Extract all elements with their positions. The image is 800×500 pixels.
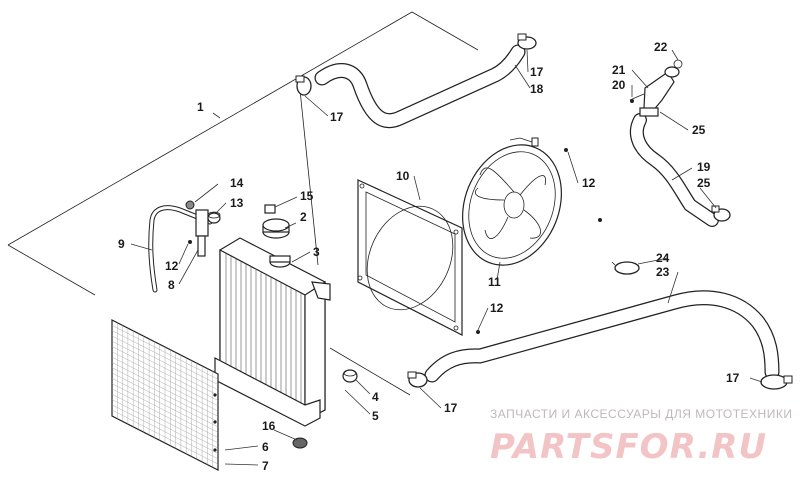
radiator xyxy=(214,237,331,427)
screw-12a xyxy=(188,240,192,244)
callout-17-upper-left: 17 xyxy=(330,110,344,124)
right-coolant-hose xyxy=(629,113,719,227)
callout-13: 13 xyxy=(230,196,244,210)
callout-25-top: 25 xyxy=(692,123,706,137)
spring-clamp xyxy=(611,261,640,275)
grommet-16 xyxy=(292,437,308,449)
callout-12-left: 12 xyxy=(165,259,179,273)
callout-21: 21 xyxy=(612,63,626,77)
callout-10: 10 xyxy=(396,169,410,183)
callout-4: 4 xyxy=(372,390,379,404)
callout-1: 1 xyxy=(197,100,204,114)
callout-3: 3 xyxy=(313,245,320,259)
callout-19: 19 xyxy=(697,160,711,174)
overflow-hose xyxy=(148,205,213,293)
callout-7: 7 xyxy=(262,459,269,473)
callout-9: 9 xyxy=(118,237,125,251)
callout-17-upper-right: 17 xyxy=(530,65,544,79)
nut-15 xyxy=(264,204,276,214)
callout-12-shroud: 12 xyxy=(490,301,504,315)
callout-17-lower-right: 17 xyxy=(726,371,740,385)
callout-5: 5 xyxy=(372,409,379,423)
callout-20: 20 xyxy=(612,78,626,92)
hose-clamp-lower-right xyxy=(760,374,793,390)
radiator-cap xyxy=(262,218,290,239)
cooling-fan xyxy=(462,137,562,266)
callout-25-bottom: 25 xyxy=(697,176,711,190)
assembly-outline xyxy=(7,11,479,396)
callout-16: 16 xyxy=(262,419,276,433)
radiator-screen xyxy=(111,319,219,471)
screw-12c xyxy=(476,330,480,334)
callout-18: 18 xyxy=(530,82,544,96)
lower-radiator-hose xyxy=(424,290,780,383)
screw-12b xyxy=(564,148,602,222)
fan-shroud xyxy=(357,179,463,336)
hose-clamp-upper-left xyxy=(295,75,312,96)
callout-22: 22 xyxy=(654,40,668,54)
grommet-4 xyxy=(342,369,358,383)
callout-8: 8 xyxy=(168,278,175,292)
watermark-tagline: ЗАПЧАСТИ И АКСЕССУАРЫ ДЛЯ МОТОТЕХНИКИ xyxy=(490,407,792,421)
hose-clamp-lower-left xyxy=(407,371,428,388)
callout-15: 15 xyxy=(300,189,314,203)
callout-12-fan: 12 xyxy=(582,176,596,190)
callout-23: 23 xyxy=(656,265,670,279)
thermostat-housing xyxy=(629,59,683,117)
callout-11: 11 xyxy=(488,275,501,289)
hose-clamp-right xyxy=(711,205,731,222)
callout-14: 14 xyxy=(230,176,244,190)
grommet-13 xyxy=(207,211,221,224)
callout-6: 6 xyxy=(262,440,269,454)
upper-radiator-hose xyxy=(314,44,526,129)
nut-14 xyxy=(185,200,195,210)
watermark-logo: PARTSFOR.RU xyxy=(490,427,767,467)
watermark: ЗАПЧАСТИ И АКСЕССУАРЫ ДЛЯ МОТОТЕХНИКИ PA… xyxy=(490,407,792,467)
hose-clamp-upper-right xyxy=(517,33,537,50)
callout-24: 24 xyxy=(656,251,670,265)
callout-2: 2 xyxy=(300,210,307,224)
callout-labels: 1 2 3 4 5 6 7 8 9 10 11 12 12 12 13 14 1… xyxy=(118,40,740,473)
leader-lines xyxy=(130,49,763,466)
callout-17-lower-left: 17 xyxy=(444,401,458,415)
